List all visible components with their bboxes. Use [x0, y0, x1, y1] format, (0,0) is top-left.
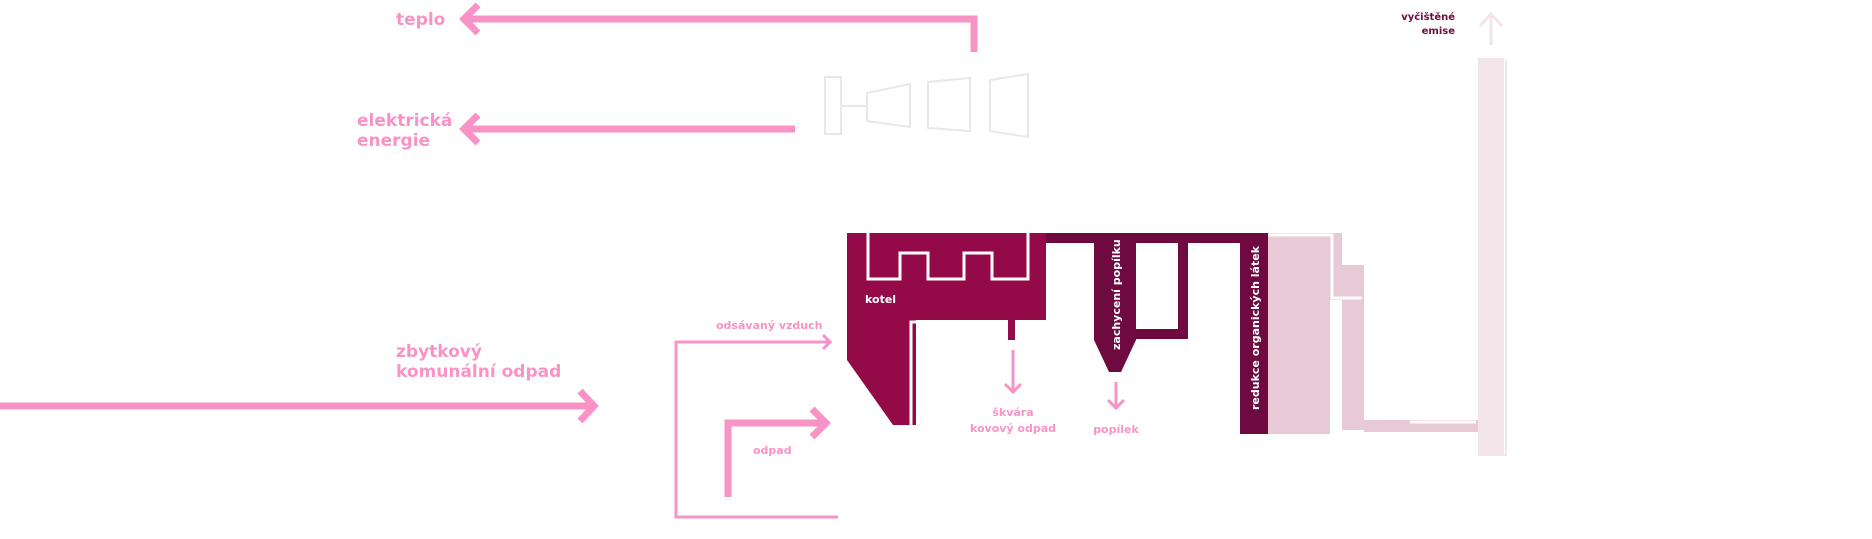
label-emission-1: vyčištěné: [1401, 11, 1455, 23]
label-slag-2: kovový odpad: [970, 422, 1056, 435]
label-slag-1: škvára: [992, 406, 1033, 419]
label-air: odsávaný vzduch: [716, 319, 822, 332]
chimney: [1478, 58, 1507, 456]
heat-arrow: [459, 2, 978, 52]
air-intake-arrow: [674, 333, 838, 519]
label-ash-capture: zachycení popílku: [1110, 239, 1123, 350]
boiler-unit: [847, 233, 1046, 425]
label-boiler: kotel: [865, 293, 896, 306]
inorganic-cleaning-unit: [1268, 233, 1478, 434]
waste-input-arrow: [0, 388, 599, 424]
label-organic: redukce organických látek: [1249, 245, 1262, 410]
label-fly-ash: popílek: [1093, 423, 1139, 436]
label-waste-feed: odpad: [753, 444, 792, 457]
label-waste-2: komunální odpad: [396, 362, 561, 382]
label-waste-1: zbytkový: [396, 342, 482, 362]
turbine-generator-icon: [824, 72, 1029, 139]
emission-arrow: [1478, 11, 1504, 45]
boiler-wall-outline: [909, 320, 1003, 425]
fly-ash-arrow: [1106, 382, 1126, 411]
waste-feed-arrow: [724, 406, 831, 497]
label-emission-2: emise: [1422, 26, 1456, 37]
slag-arrow: [1003, 350, 1023, 395]
label-electricity-1: elektrická: [357, 111, 452, 131]
organic-reduction-unit: [1178, 233, 1268, 434]
label-heat: teplo: [396, 10, 445, 30]
label-inorganic-1: čištění anorganických: [1374, 259, 1387, 394]
label-electricity-2: energie: [357, 131, 430, 151]
boiler-tube-outline: [866, 233, 1030, 281]
label-inorganic-2: složek spalin: [1388, 314, 1401, 394]
electricity-arrow: [459, 112, 795, 146]
inorganic-duct-outline: [1268, 233, 1362, 300]
ash-capture-unit: [1046, 233, 1188, 372]
